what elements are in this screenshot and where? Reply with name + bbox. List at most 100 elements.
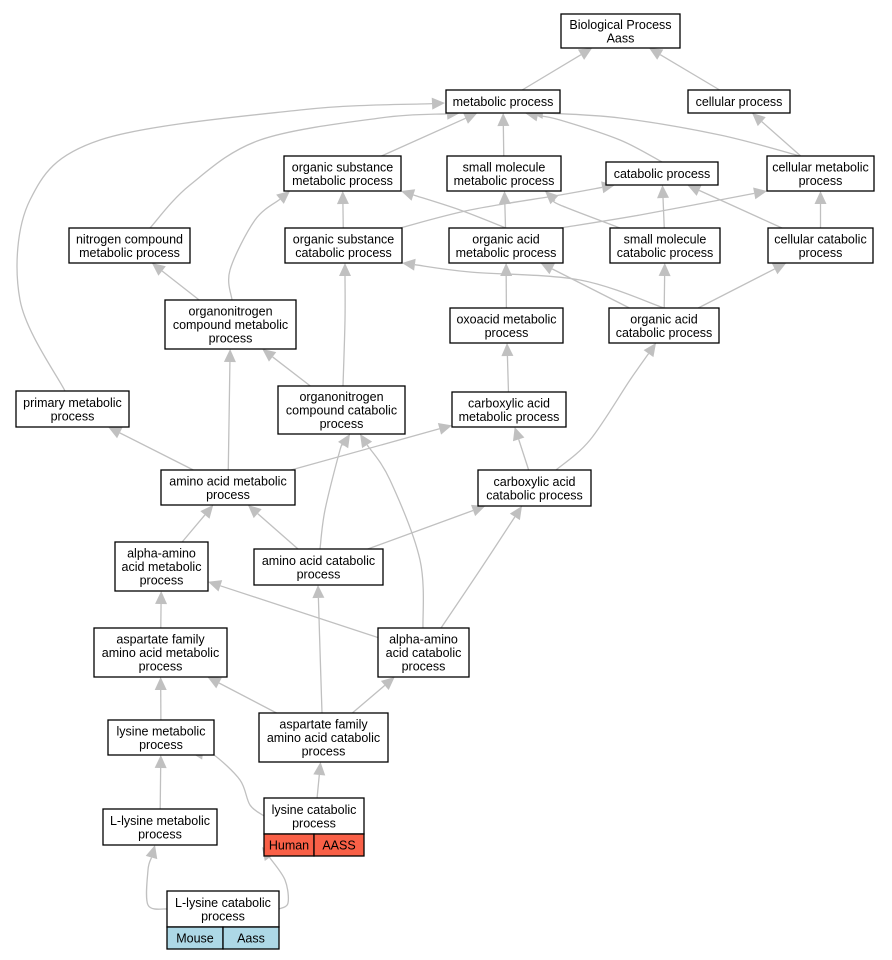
node-label-line: organic acid [630, 312, 697, 326]
edge-arrowhead [223, 349, 236, 363]
go-term-node-catabolic[interactable]: catabolic process [605, 161, 719, 186]
node-box [160, 469, 296, 506]
edge-arrowhead [336, 191, 349, 205]
edge-arrowhead [200, 505, 214, 519]
node-label-line: metabolic process [453, 95, 554, 109]
edge-metabolic-to-bp [521, 54, 582, 91]
node-label-line: metabolic process [292, 174, 393, 188]
edge-arrowhead [402, 258, 416, 271]
edge-cellular-to-bp [659, 54, 721, 91]
node-box [102, 808, 218, 846]
node-label-line: organic substance [292, 160, 394, 174]
node-label-line: acid metabolic [122, 560, 202, 574]
node-box [449, 307, 564, 344]
node-label-line: process [139, 660, 183, 674]
edge-org_acid_cat-to-cell_cat [697, 268, 775, 309]
go-term-node-metabolic[interactable]: metabolic process [445, 89, 561, 114]
edge-arrowhead [247, 505, 262, 519]
edge-org_sub_met-to-metabolic [381, 117, 466, 157]
node-label-line: metabolic process [79, 246, 180, 260]
edge-primary-to-metabolic [16, 102, 433, 392]
annotation-gene-cell [222, 926, 280, 950]
edge-aa_cat-to-aa_met [257, 513, 299, 550]
node-label-line: process [297, 567, 341, 581]
edge-aa_cat-to-orgN_cat [319, 443, 344, 550]
edge-aa_cat-to-carbox_cat [367, 509, 474, 550]
node-label-line: amino acid metabolic [102, 646, 219, 660]
node-label-line: lysine catabolic [272, 803, 357, 817]
edge-arrowhead [401, 189, 416, 201]
node-label-line: carboxylic acid [494, 475, 576, 489]
node-box [560, 13, 681, 49]
edge-arrowhead [339, 263, 351, 276]
edge-cell_met-to-metabolic [542, 112, 801, 157]
node-box [15, 390, 130, 428]
node-label-line: process [201, 909, 245, 923]
node-box [263, 797, 365, 835]
edge-org_acid_met-to-small_mol_met [504, 203, 507, 229]
edge-org_acid_cat-to-org_acid_met [551, 268, 630, 309]
edge-arrowhead [437, 423, 452, 435]
edge-org_acid_met-to-cell_met [559, 192, 755, 229]
edge-arrowhead [312, 585, 325, 599]
node-box [166, 890, 280, 928]
node-label-line: lysine metabolic [117, 724, 206, 738]
node-box [284, 227, 403, 264]
annotation-species-label: Mouse [176, 932, 214, 946]
node-label-line: primary metabolic [23, 396, 122, 410]
node-label-line: organic acid [472, 232, 539, 246]
edge-arrowhead [208, 580, 223, 592]
edge-catabolic-to-metabolic [537, 114, 663, 163]
edge-arrowhead [338, 434, 350, 449]
edge-arrowhead [145, 845, 158, 860]
go-term-node-cellular[interactable]: cellular process [687, 89, 791, 114]
edge-arrowhead [643, 343, 656, 358]
edge-orgN_met-to-nitrogen [161, 270, 200, 301]
edge-arrowhead [154, 677, 167, 691]
node-box [445, 89, 561, 114]
edge-arrowhead [753, 187, 767, 200]
node-label-line: carboxylic acid [468, 396, 550, 410]
edge-arrowhead [501, 343, 514, 357]
node-label-line: catabolic process [295, 246, 392, 260]
node-box [477, 469, 592, 507]
edge-asp_cat-to-asp_met [218, 682, 277, 714]
node-label-line: process [139, 738, 183, 752]
edge-alpha_cat-to-carbox_cat [440, 516, 516, 629]
annotation-gene-label: Aass [237, 932, 265, 946]
edge-arrowhead [649, 48, 664, 60]
edge-asp_cat-to-alpha_cat [351, 684, 386, 714]
node-label-line: organonitrogen [188, 305, 272, 319]
node-label-line: process [209, 332, 253, 346]
edge-lys_cat-to-asp_cat [316, 774, 320, 799]
node-box [767, 227, 874, 264]
node-label-line: cellular process [696, 95, 783, 109]
